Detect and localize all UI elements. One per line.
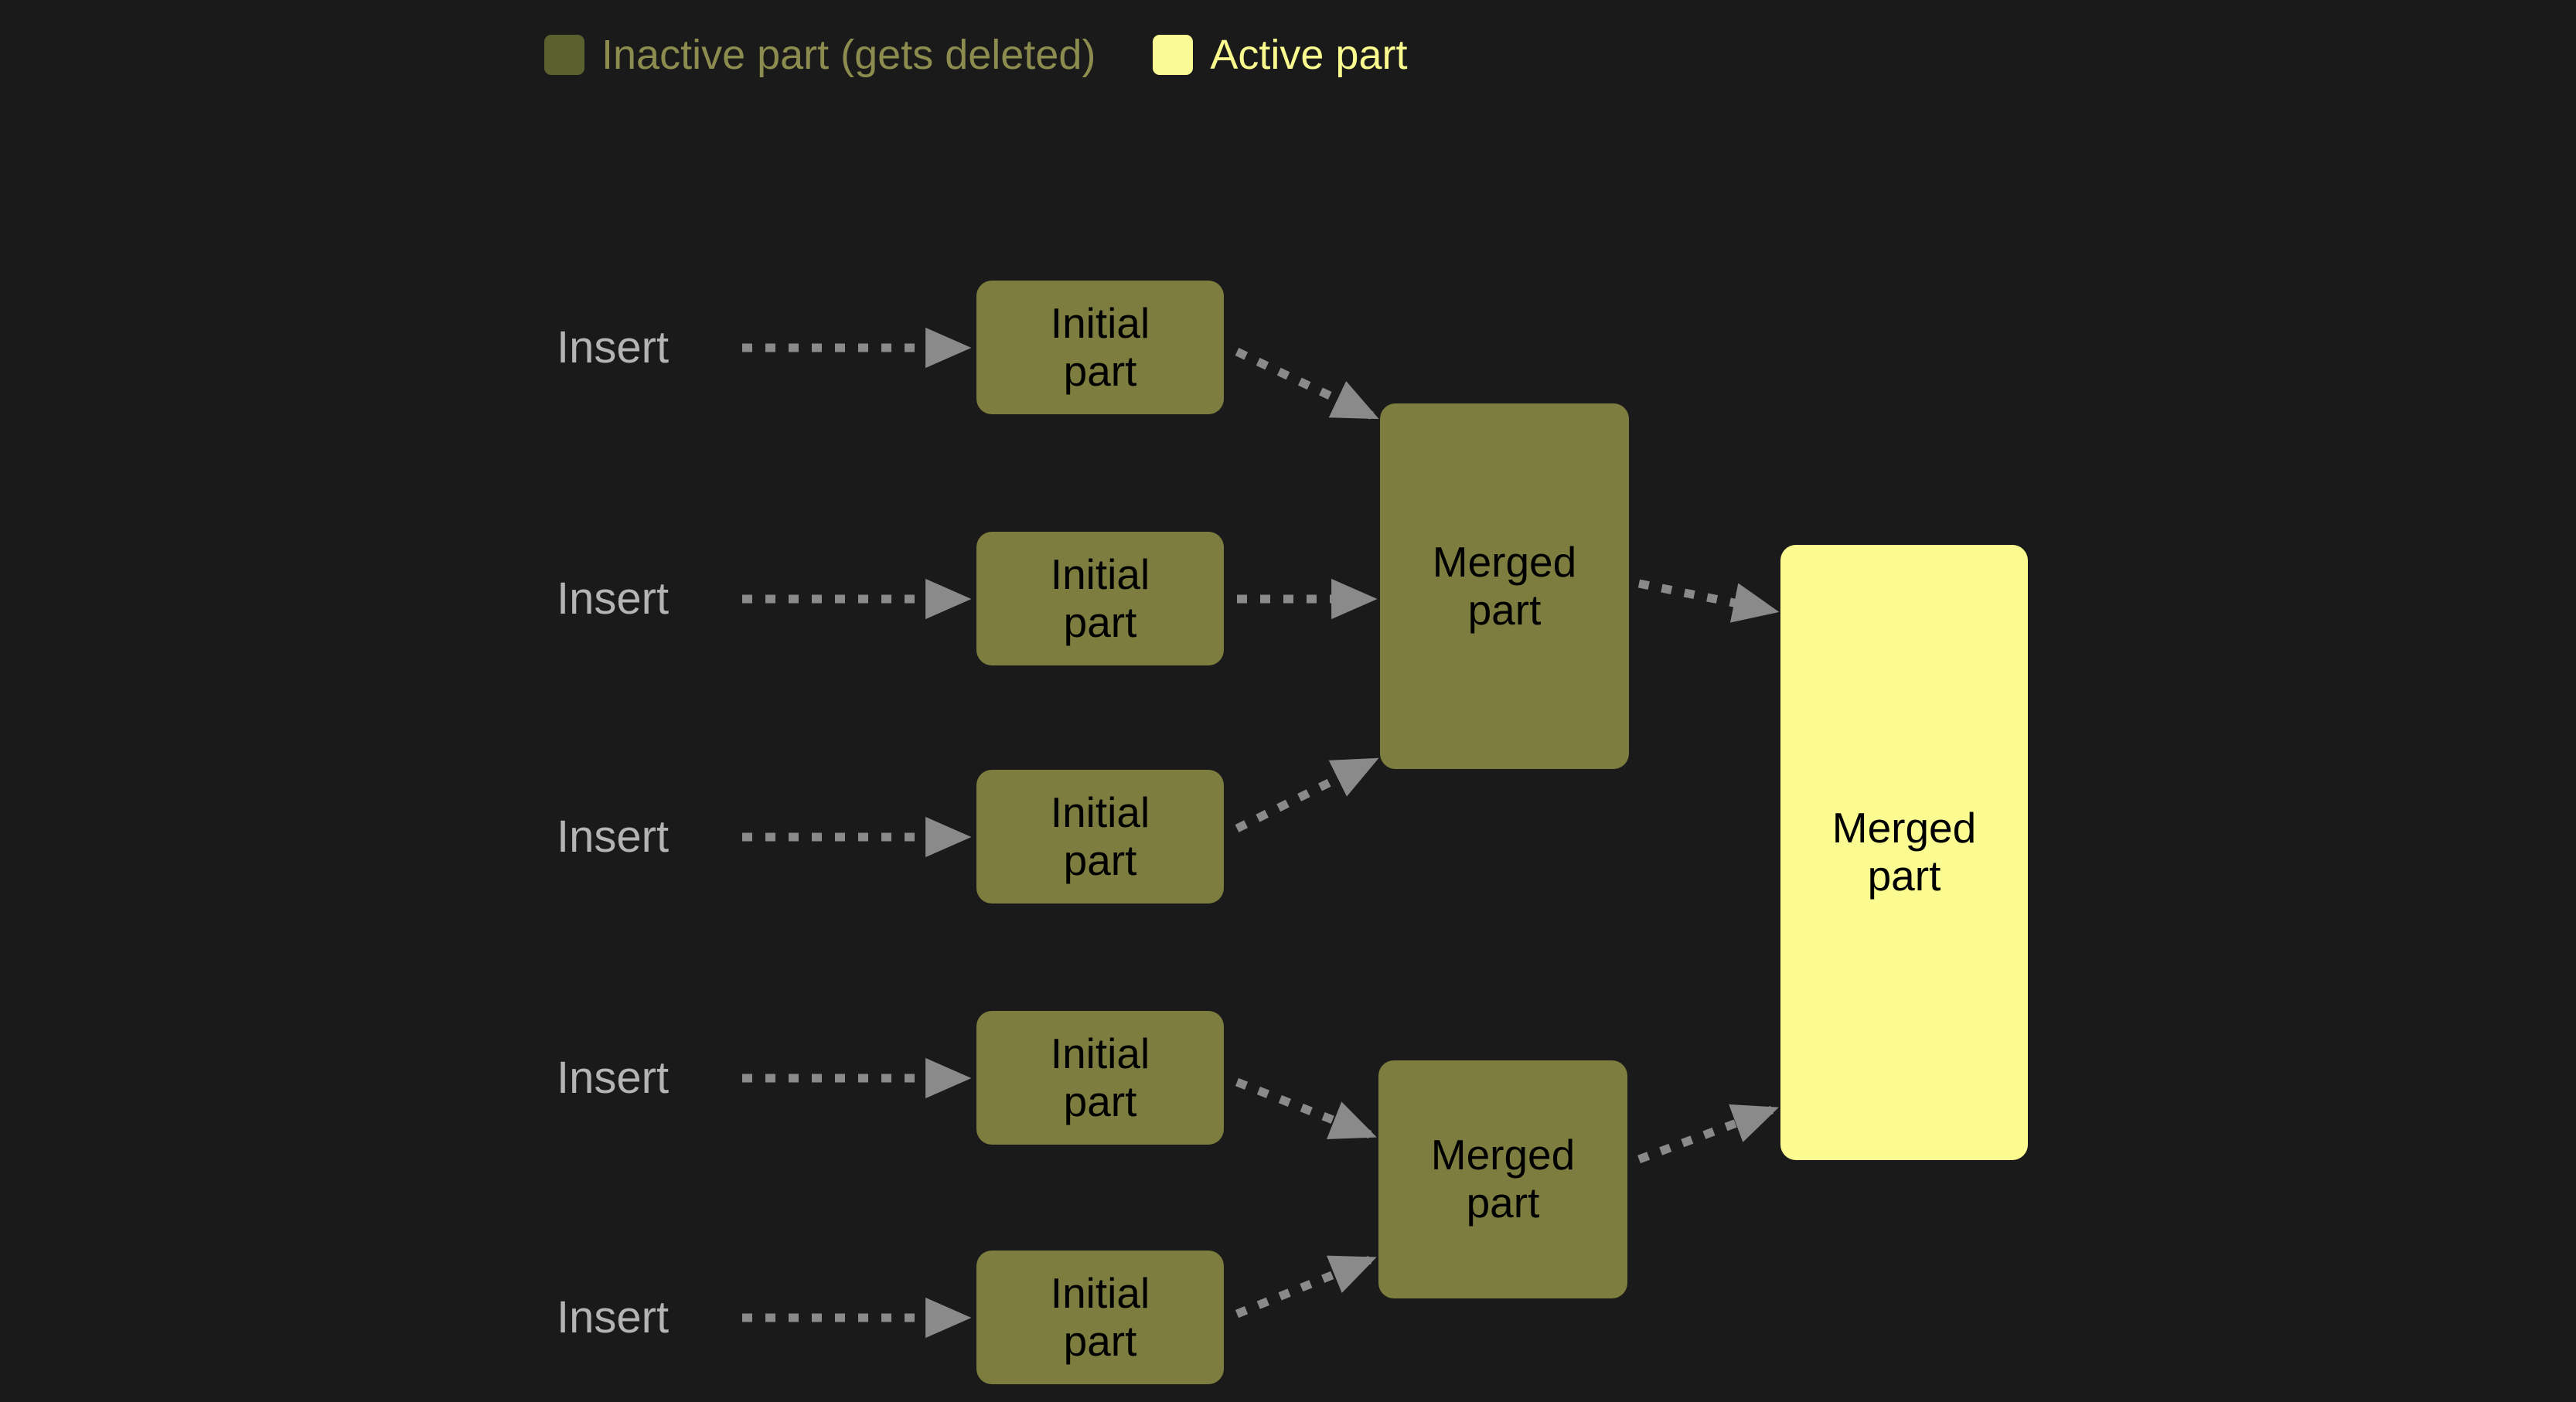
insert-label-4: Insert [557, 1053, 670, 1103]
node-line-2: part [1063, 1316, 1137, 1365]
inactive-swatch-icon [544, 35, 584, 75]
node-line-2: part [1466, 1179, 1540, 1227]
node-line-1: Initial [1050, 788, 1150, 836]
node-initial-part-4[interactable]: Initial part [976, 1011, 1224, 1145]
legend-item-inactive: Inactive part (gets deleted) [544, 34, 1095, 76]
node-line-2: part [1063, 835, 1137, 884]
node-merged-part-bottom-label: Merged part [1431, 1131, 1575, 1227]
insert-label-3: Insert [557, 812, 670, 862]
arrow-initial-4-to-merged-bottom [1235, 1077, 1377, 1139]
arrow-merged-top-to-final [1637, 579, 1780, 623]
node-initial-part-5-label: Initial part [1050, 1268, 1150, 1365]
node-merged-part-top[interactable]: Merged part [1380, 403, 1629, 769]
arrow-initial-1-to-merged-top [1235, 348, 1379, 420]
node-line-1: Initial [1050, 298, 1150, 347]
insert-label-2: Insert [557, 573, 670, 624]
node-line-1: Initial [1050, 550, 1150, 598]
node-initial-part-3[interactable]: Initial part [976, 770, 1224, 903]
arrow-merged-bottom-to-final [1637, 1104, 1779, 1164]
node-line-2: part [1467, 585, 1542, 634]
node-initial-part-2-label: Initial part [1050, 550, 1150, 646]
node-line-2: part [1867, 852, 1941, 900]
node-merged-part-top-label: Merged part [1432, 537, 1577, 634]
node-initial-part-1[interactable]: Initial part [976, 281, 1224, 414]
node-merged-part-bottom[interactable]: Merged part [1378, 1060, 1627, 1298]
arrow-initial-5-to-merged-bottom [1235, 1255, 1377, 1319]
node-line-2: part [1063, 346, 1137, 395]
node-line-1: Merged [1430, 1131, 1576, 1179]
node-initial-part-1-label: Initial part [1050, 298, 1150, 395]
arrow-initial-3-to-merged-top [1235, 757, 1379, 832]
node-merged-part-final-label: Merged part [1832, 805, 1976, 900]
active-swatch-icon [1153, 35, 1194, 75]
node-initial-part-2[interactable]: Initial part [976, 532, 1224, 665]
node-initial-part-3-label: Initial part [1050, 788, 1150, 884]
legend: Inactive part (gets deleted) Active part [544, 26, 1407, 83]
legend-item-active: Active part [1153, 34, 1407, 76]
node-line-2: part [1063, 597, 1137, 646]
node-line-2: part [1063, 1077, 1137, 1125]
node-line-1: Initial [1050, 1029, 1150, 1077]
node-line-1: Merged [1831, 804, 1977, 852]
insert-label-1: Insert [557, 322, 670, 373]
insert-label-5: Insert [557, 1292, 670, 1342]
node-initial-part-5[interactable]: Initial part [976, 1251, 1224, 1384]
legend-label-inactive: Inactive part (gets deleted) [601, 32, 1096, 78]
node-initial-part-4-label: Initial part [1050, 1029, 1150, 1125]
node-line-1: Initial [1050, 1268, 1150, 1317]
node-line-1: Merged [1432, 537, 1577, 586]
legend-label-active: Active part [1210, 32, 1408, 78]
node-merged-part-final[interactable]: Merged part [1780, 545, 2028, 1160]
